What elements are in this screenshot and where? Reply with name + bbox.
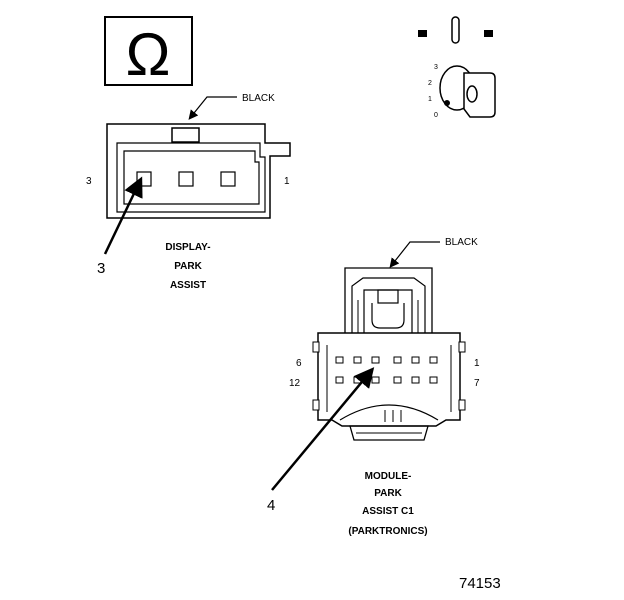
- display-cavity-2: [178, 171, 194, 187]
- display-color-leader: [188, 96, 237, 120]
- display-pin-right-label: 1: [284, 176, 290, 187]
- display-connector: BLACK 3 1 3 DISPLAY- PARK ASSIST: [86, 93, 291, 291]
- ignition-key-switch-icon: 3 2 1 0: [418, 16, 496, 119]
- display-name-line-3: ASSIST: [170, 280, 206, 291]
- figure-number: 74153: [459, 575, 501, 592]
- module-name-line-2: PARK: [374, 488, 402, 499]
- module-callout-number: 4: [267, 497, 275, 514]
- ignition-position-0: 0: [434, 112, 438, 119]
- module-pin-bottom-left-label: 12: [289, 378, 301, 389]
- module-connector: BLACK: [267, 237, 480, 537]
- module-pin-top-right-label: 1: [474, 358, 480, 369]
- module-name-line-3: ASSIST C1: [362, 506, 414, 517]
- ignition-position-3: 3: [434, 64, 438, 71]
- module-color-label: BLACK: [445, 237, 478, 248]
- display-color-label: BLACK: [242, 93, 275, 104]
- module-name-line-1: MODULE-: [365, 471, 412, 482]
- display-pin-left-label: 3: [86, 176, 92, 187]
- module-cavity-row-top: [335, 356, 438, 364]
- module-name-line-4: (PARKTRONICS): [348, 526, 427, 537]
- display-name-line-2: PARK: [174, 261, 202, 272]
- module-callout-arrow: [271, 367, 375, 491]
- display-callout-arrow: [103, 176, 143, 255]
- ground-symbol-frame: [104, 16, 193, 86]
- module-color-leader: [389, 241, 440, 268]
- ground-symbol: Ω: [104, 16, 193, 88]
- display-name-line-1: DISPLAY-: [165, 242, 210, 253]
- module-pin-bottom-right-label: 7: [474, 378, 480, 389]
- module-pin-top-left-label: 6: [296, 358, 302, 369]
- ignition-position-1: 1: [428, 96, 432, 103]
- display-latch: [171, 127, 200, 143]
- module-cavity-row-bottom: [335, 376, 438, 384]
- display-cavity-1: [220, 171, 236, 187]
- ground-omega-icon: Ω: [126, 21, 171, 88]
- ignition-position-2: 2: [428, 80, 432, 87]
- display-callout-number: 3: [97, 260, 105, 277]
